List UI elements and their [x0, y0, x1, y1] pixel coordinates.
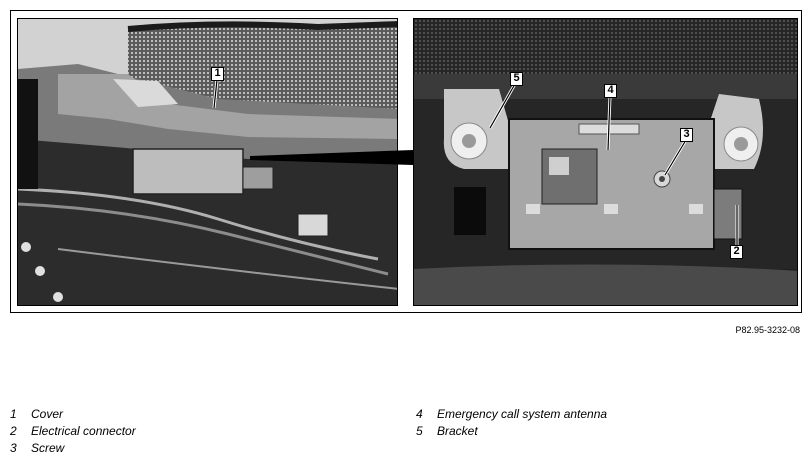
callout-5: 5	[510, 72, 523, 86]
figure-reference: P82.95-3232-08	[735, 325, 800, 335]
legend-number: 4	[416, 407, 423, 421]
legend-column-right: 4 Emergency call system antenna 5 Bracket	[416, 406, 607, 440]
legend-number: 2	[10, 424, 17, 438]
legend-label: Emergency call system antenna	[437, 407, 608, 421]
legend-label: Screw	[31, 441, 65, 455]
photo-antenna-drawing	[414, 19, 797, 305]
callout-3: 3	[680, 128, 693, 142]
legend-column-left: 1 Cover 2 Electrical connector 3 Screw	[10, 406, 136, 457]
legend-item: 1 Cover	[10, 406, 136, 423]
photo-cover-drawing	[18, 19, 397, 305]
legend-item: 3 Screw	[10, 440, 136, 457]
legend-number: 1	[10, 407, 17, 421]
callout-4: 4	[604, 84, 617, 98]
legend-label: Cover	[31, 407, 64, 421]
legend-item: 2 Electrical connector	[10, 423, 136, 440]
legend-label: Electrical connector	[31, 424, 136, 438]
photo-antenna-detail	[413, 18, 798, 306]
callout-1: 1	[211, 67, 224, 81]
legend-label: Bracket	[437, 424, 478, 438]
legend-number: 3	[10, 441, 17, 455]
legend-number: 5	[416, 424, 423, 438]
legend-item: 5 Bracket	[416, 423, 607, 440]
photo-cover-overview	[17, 18, 398, 306]
legend-item: 4 Emergency call system antenna	[416, 406, 607, 423]
callout-2: 2	[730, 245, 743, 259]
